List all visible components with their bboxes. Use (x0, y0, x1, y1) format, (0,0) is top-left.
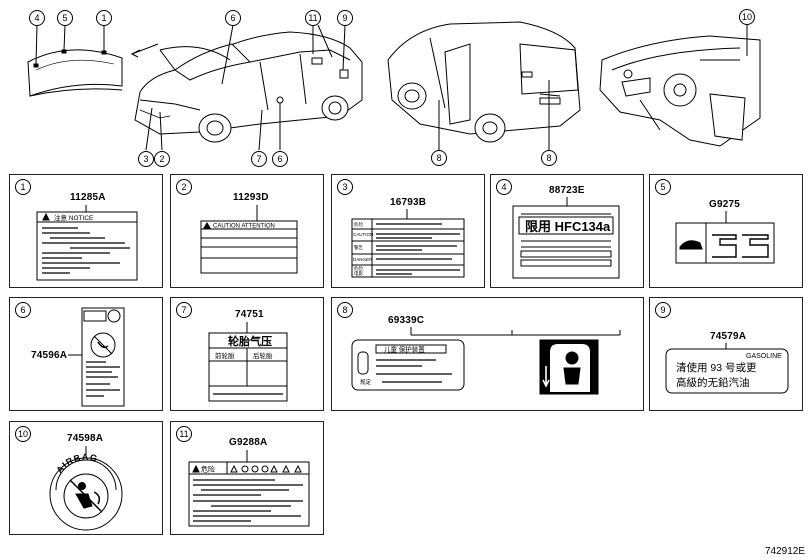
panel-10: 10 74598A AIRBAG (9, 421, 163, 535)
part-number: 74598A (67, 433, 104, 444)
panel-4: 4 88723E 限用 HFC134a (490, 174, 644, 288)
part-number: 69339C (388, 315, 425, 326)
callout-5: 5 (57, 10, 73, 26)
panel-5: 5 G9275 (649, 174, 803, 288)
panel-number: 10 (15, 426, 31, 442)
row-label: 危险 (354, 265, 363, 272)
label-title: 儿童 保护装置 (384, 345, 425, 354)
callout-10: 10 (739, 9, 755, 25)
callout-8-left: 8 (431, 150, 447, 166)
danger-label: 危险 (201, 465, 215, 474)
callout-2: 2 (154, 151, 170, 167)
panel-number: 8 (337, 302, 353, 318)
part-number: G9288A (229, 437, 268, 448)
row-label: 警告 (354, 244, 363, 251)
panel-11: 11 G9288A 危险 (170, 421, 324, 535)
row-label: 危险 (354, 221, 363, 228)
label-text: 限用 HFC134a (525, 219, 611, 234)
row-label: DANGER (353, 257, 373, 262)
gasoline-line-2: 高級的无鉛汽油 (676, 376, 750, 389)
callout-8-right: 8 (541, 150, 557, 166)
callout-1: 1 (96, 10, 112, 26)
rear-car-illustration (387, 21, 581, 143)
label-header: CAUTION ATTENTION (213, 224, 275, 230)
label-g9275-drawing (675, 211, 775, 264)
panel-number: 2 (176, 179, 192, 195)
panel-number: 7 (176, 302, 192, 318)
vehicle-illustrations (27, 21, 761, 151)
part-number: 11285A (70, 192, 106, 203)
panel-number: 11 (176, 426, 192, 442)
panel-6: 6 74596A (9, 297, 163, 411)
part-number: G9275 (709, 199, 741, 210)
label-74596a-drawing (68, 307, 125, 407)
panel-3: 3 16793B 危险 CAUTION 警告 DANGER 危险 电影 (331, 174, 485, 288)
label-g9288a-drawing: 危险 (188, 450, 310, 527)
label-74751-drawing: 轮胎气压 前轮胎 后轮胎 (208, 322, 288, 402)
panel-1: 1 11285A 注意 NOTICE (9, 174, 163, 288)
label-11285a-drawing: 注意 NOTICE (36, 205, 138, 281)
panel-number: 1 (15, 179, 31, 195)
panel-number: 6 (15, 302, 31, 318)
rear-tire-label: 后轮胎 (253, 351, 273, 360)
callout-6-top: 6 (225, 10, 241, 26)
hood-illustration (27, 43, 159, 97)
label-bottom: 规定 (360, 378, 372, 386)
figure-id: 742912E (764, 546, 805, 557)
row-label: 电影 (354, 270, 363, 277)
part-number: 74579A (710, 331, 747, 342)
label-header: 注意 NOTICE (54, 213, 94, 222)
label-74598a-drawing: AIRBAG (49, 446, 123, 531)
part-number: 16793B (390, 197, 427, 208)
row-label: CAUTION (353, 232, 373, 237)
front-tire-label: 前轮胎 (215, 351, 235, 360)
label-16793b-drawing: 危险 CAUTION 警告 DANGER 危险 电影 (351, 209, 465, 278)
part-number: 74596A (31, 350, 68, 361)
panel-number: 3 (337, 179, 353, 195)
part-number: 11293D (233, 192, 269, 203)
panel-9: 9 74579A GASOLINE 清使用 93 号或更 高級的无鉛汽油 (649, 297, 803, 411)
callout-9: 9 (337, 10, 353, 26)
part-number: 88723E (549, 185, 585, 196)
callout-4: 4 (29, 10, 45, 26)
panel-8: 8 69339C 儿童 保护装置 规定 (331, 297, 644, 411)
callout-11: 11 (305, 10, 321, 26)
panel-number: 5 (655, 179, 671, 195)
panel-7: 7 74751 轮胎气压 前轮胎 后轮胎 (170, 297, 324, 411)
panel-number: 4 (496, 179, 512, 195)
callout-7: 7 (251, 151, 267, 167)
gasoline-line-1: 清使用 93 号或更 (676, 361, 757, 374)
gasoline-label: GASOLINE (746, 353, 782, 360)
panel-number: 9 (655, 302, 671, 318)
label-88723e-drawing: 限用 HFC134a (512, 197, 620, 279)
callout-3: 3 (138, 151, 154, 167)
callout-6-bottom: 6 (272, 151, 288, 167)
panel-2: 2 11293D CAUTION ATTENTION (170, 174, 324, 288)
interior-illustration (599, 35, 761, 147)
label-74579a-drawing: GASOLINE 清使用 93 号或更 高級的无鉛汽油 (665, 343, 789, 394)
front-car-illustration (134, 31, 363, 143)
label-title: 轮胎气压 (228, 334, 272, 348)
label-69339c-drawing: 儿童 保护装置 规定 (351, 327, 621, 395)
part-number: 74751 (235, 309, 264, 320)
label-11293d-drawing: CAUTION ATTENTION (200, 205, 298, 274)
